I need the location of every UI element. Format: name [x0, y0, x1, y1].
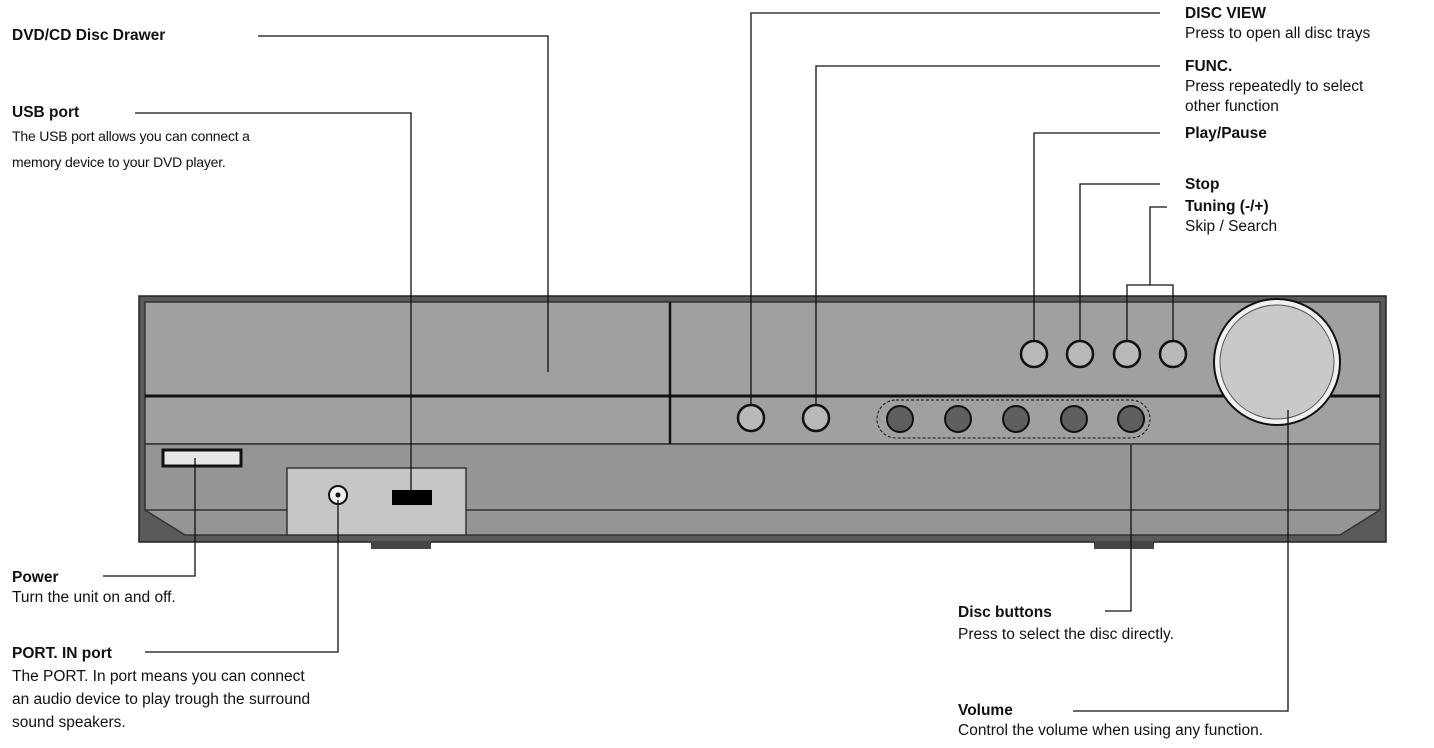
power-callout: Power Turn the unit on and off. — [12, 568, 176, 608]
port-in-desc-line2: an audio device to play trough the surro… — [12, 691, 311, 708]
port-in-title: PORT. IN port — [12, 645, 112, 662]
foot-left — [371, 541, 431, 549]
volume-desc: Control the volume when using any functi… — [958, 722, 1264, 739]
func-desc-line2: other function — [1185, 98, 1279, 115]
disc-buttons-title: Disc buttons — [958, 604, 1052, 621]
func-button[interactable] — [801, 403, 831, 433]
stop-button[interactable] — [1065, 339, 1095, 369]
play-pause-title: Play/Pause — [1185, 125, 1267, 142]
port-in-callout: PORT. IN port The PORT. In port means yo… — [12, 642, 310, 734]
port-in-desc-line1: The PORT. In port means you can connect — [12, 668, 305, 685]
disc-buttons-callout: Disc buttons Press to select the disc di… — [958, 602, 1174, 646]
func-title: FUNC. — [1185, 58, 1233, 75]
volume-callout: Volume Control the volume when using any… — [958, 701, 1263, 741]
disc-button-3[interactable] — [1002, 405, 1030, 433]
disc-button-4[interactable] — [1060, 405, 1088, 433]
disc-drawer-title: DVD/CD Disc Drawer — [12, 27, 166, 44]
usb-port-desc-line2: memory device to your DVD player. — [12, 154, 226, 170]
foot-right — [1094, 541, 1154, 549]
tuning-title: Tuning (-/+) — [1185, 198, 1269, 215]
leader-lines — [103, 12, 1289, 712]
disc-buttons-desc: Press to select the disc directly. — [958, 626, 1174, 643]
port-in-desc-line3: sound speakers. — [12, 714, 126, 731]
stop-callout: Stop — [1185, 175, 1219, 195]
stop-title: Stop — [1185, 176, 1220, 193]
disc-view-title: DISC VIEW — [1185, 5, 1266, 22]
func-callout: FUNC. Press repeatedly to select other f… — [1185, 57, 1363, 117]
usb-port-title: USB port — [12, 104, 80, 121]
disc-view-button[interactable] — [736, 403, 766, 433]
usb-port[interactable] — [392, 490, 432, 505]
tuning-minus-button[interactable] — [1112, 339, 1142, 369]
tuning-desc: Skip / Search — [1185, 218, 1278, 235]
power-button[interactable] — [161, 448, 243, 468]
volume-knob[interactable] — [1219, 304, 1335, 420]
power-title: Power — [12, 569, 59, 586]
func-desc-line1: Press repeatedly to select — [1185, 78, 1364, 95]
port-panel — [286, 467, 467, 536]
disc-buttons-group — [876, 399, 1151, 439]
play-pause-callout: Play/Pause — [1185, 124, 1267, 144]
disc-view-desc: Press to open all disc trays — [1185, 25, 1371, 42]
usb-port-callout: USB port The USB port allows you can con… — [12, 103, 250, 175]
tuning-callout: Tuning (-/+) Skip / Search — [1185, 197, 1277, 237]
volume-title: Volume — [958, 702, 1013, 719]
disc-drawer-callout: DVD/CD Disc Drawer — [12, 26, 165, 46]
tuning-plus-button[interactable] — [1158, 339, 1188, 369]
disc-view-callout: DISC VIEW Press to open all disc trays — [1185, 4, 1370, 44]
usb-port-desc-line1: The USB port allows you can connect a — [12, 128, 250, 144]
play-pause-button[interactable] — [1019, 339, 1049, 369]
disc-button-1[interactable] — [886, 405, 914, 433]
disc-button-2[interactable] — [944, 405, 972, 433]
power-desc: Turn the unit on and off. — [12, 589, 176, 606]
disc-button-5[interactable] — [1117, 405, 1145, 433]
